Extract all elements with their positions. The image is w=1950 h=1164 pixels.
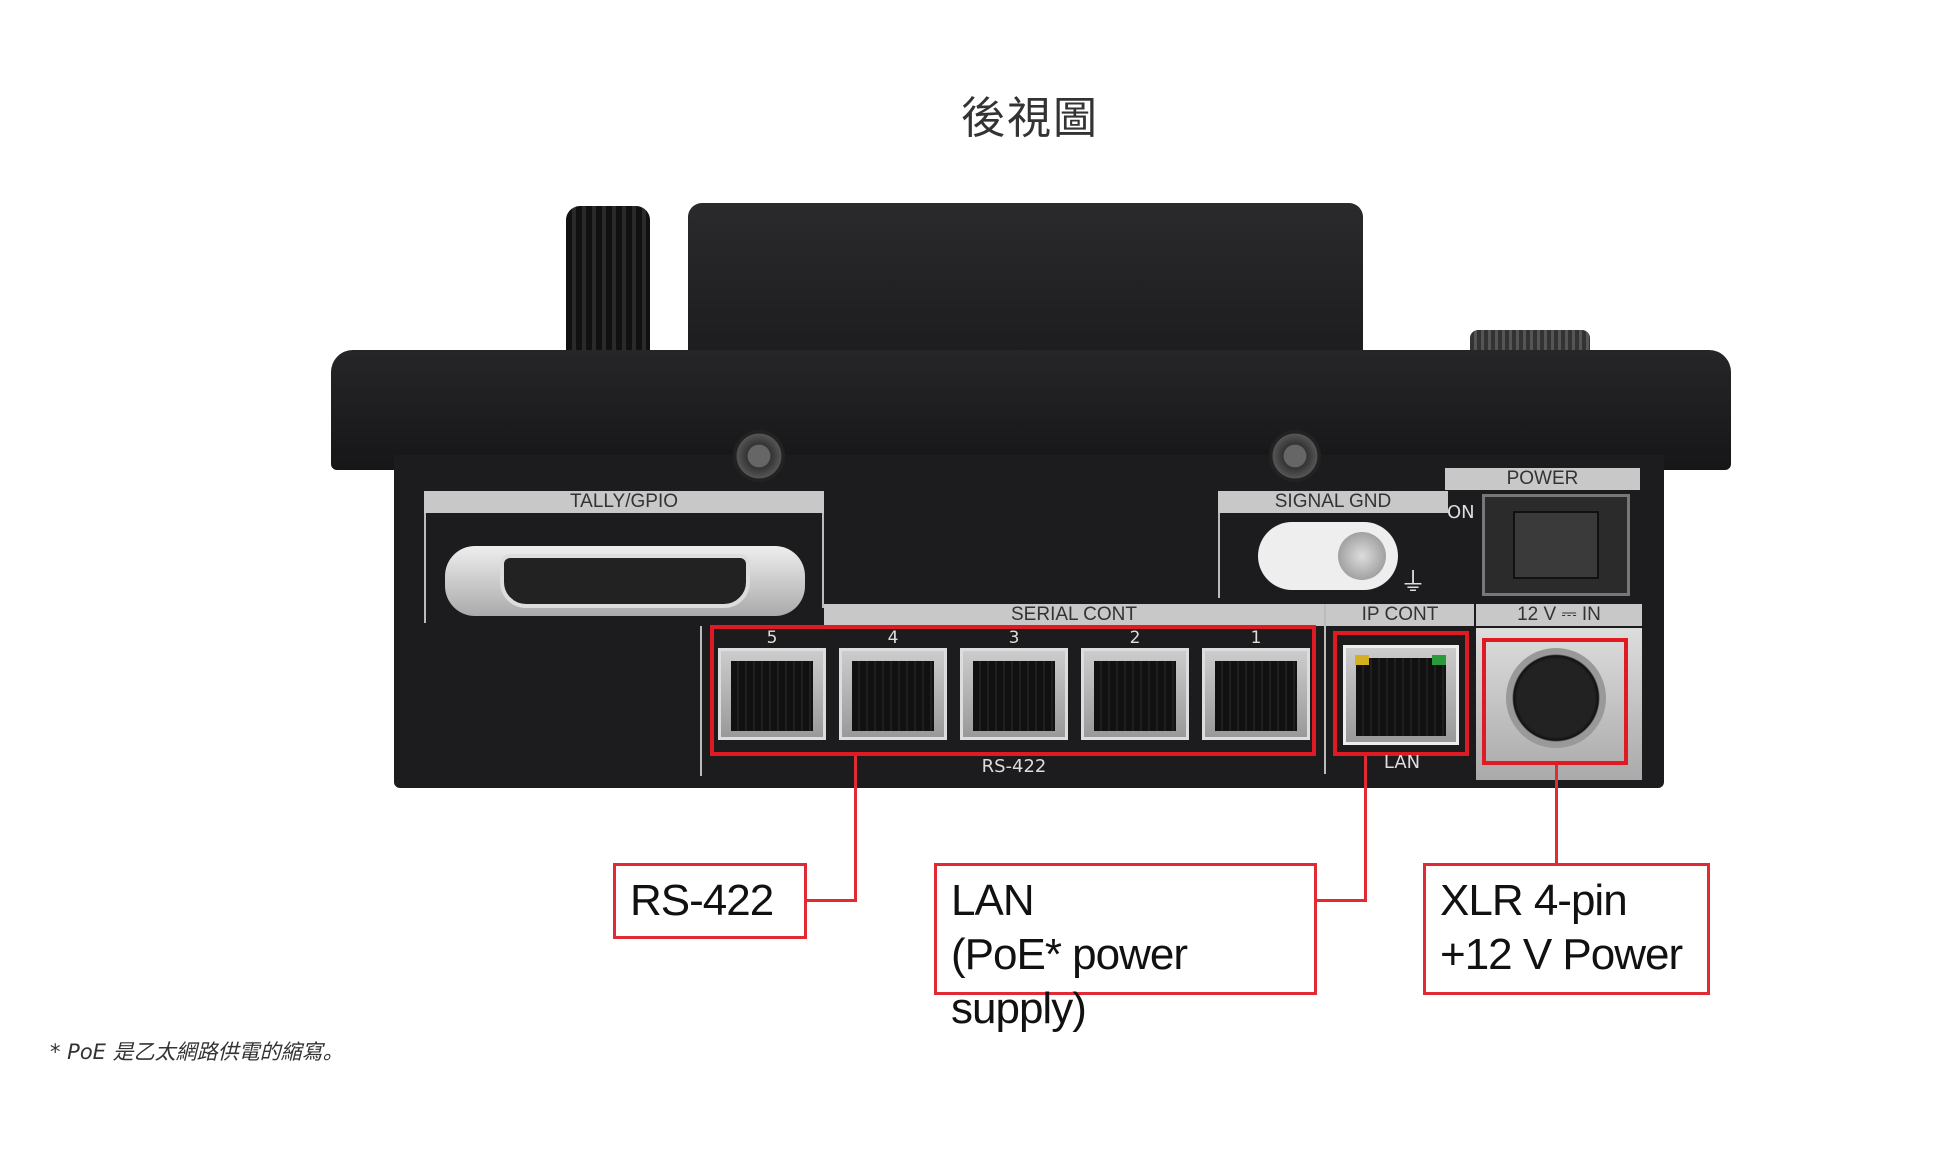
lan-callout-subtitle: (PoE* power supply) (951, 930, 1188, 1033)
power-switch[interactable] (1482, 494, 1630, 596)
serial-ports-highlight (710, 625, 1316, 756)
rs422-callout: RS-422 (613, 863, 807, 939)
serial-ports: 5 4 3 2 1 (718, 628, 1310, 740)
dc-in-label: 12 V ⎓ IN (1476, 604, 1642, 626)
tally-gpio-label: TALLY/GPIO (424, 491, 824, 513)
device-top-housing (688, 203, 1363, 373)
xlr-callout-subtitle: +12 V Power (1440, 930, 1683, 979)
footnote: * PoE 是乙太網路供電的縮寫。 (50, 1040, 344, 1064)
rs422-port: 1 (1202, 628, 1310, 740)
led-green (1432, 655, 1446, 665)
rs422-callout-text: RS-422 (630, 876, 774, 925)
lan-panel-label: LAN (1383, 752, 1421, 773)
on-label: ON (1447, 502, 1475, 523)
lan-callout-title: LAN (951, 876, 1035, 925)
xlr-highlight (1482, 638, 1628, 765)
serial-cont-label: SERIAL CONT (824, 604, 1324, 626)
tally-gpio-dsub-connector (445, 546, 805, 616)
ip-cont-label: IP CONT (1326, 604, 1474, 626)
antenna (566, 206, 650, 356)
rs422-port: 3 (960, 628, 1068, 740)
rs422-port: 4 (839, 628, 947, 740)
lan-port-highlight (1333, 631, 1469, 756)
device-body (331, 350, 1731, 470)
page-title: 後視圖 (961, 93, 1099, 144)
rs422-port: 2 (1081, 628, 1189, 740)
xlr-connector (1506, 648, 1606, 748)
lan-callout: LAN (PoE* power supply) (934, 863, 1317, 1033)
xlr-callout: XLR 4-pin +12 V Power (1423, 863, 1710, 995)
ground-symbol-icon: ⏚ (1400, 568, 1427, 598)
screw-icon (1269, 430, 1321, 482)
power-label: POWER (1445, 468, 1640, 490)
rs422-port: 5 (718, 628, 826, 740)
ground-terminal (1258, 522, 1398, 590)
screw-icon (733, 430, 785, 482)
device-rear-view: TALLY/GPIO SIGNAL GND ⏚ POWER ON SERIAL … (331, 203, 1731, 788)
xlr-callout-title: XLR 4-pin (1440, 876, 1628, 925)
ground-screw-icon (1338, 532, 1386, 580)
signal-gnd-label: SIGNAL GND (1218, 491, 1448, 513)
rs422-panel-label: RS-422 (981, 756, 1047, 777)
led-amber (1355, 655, 1369, 665)
